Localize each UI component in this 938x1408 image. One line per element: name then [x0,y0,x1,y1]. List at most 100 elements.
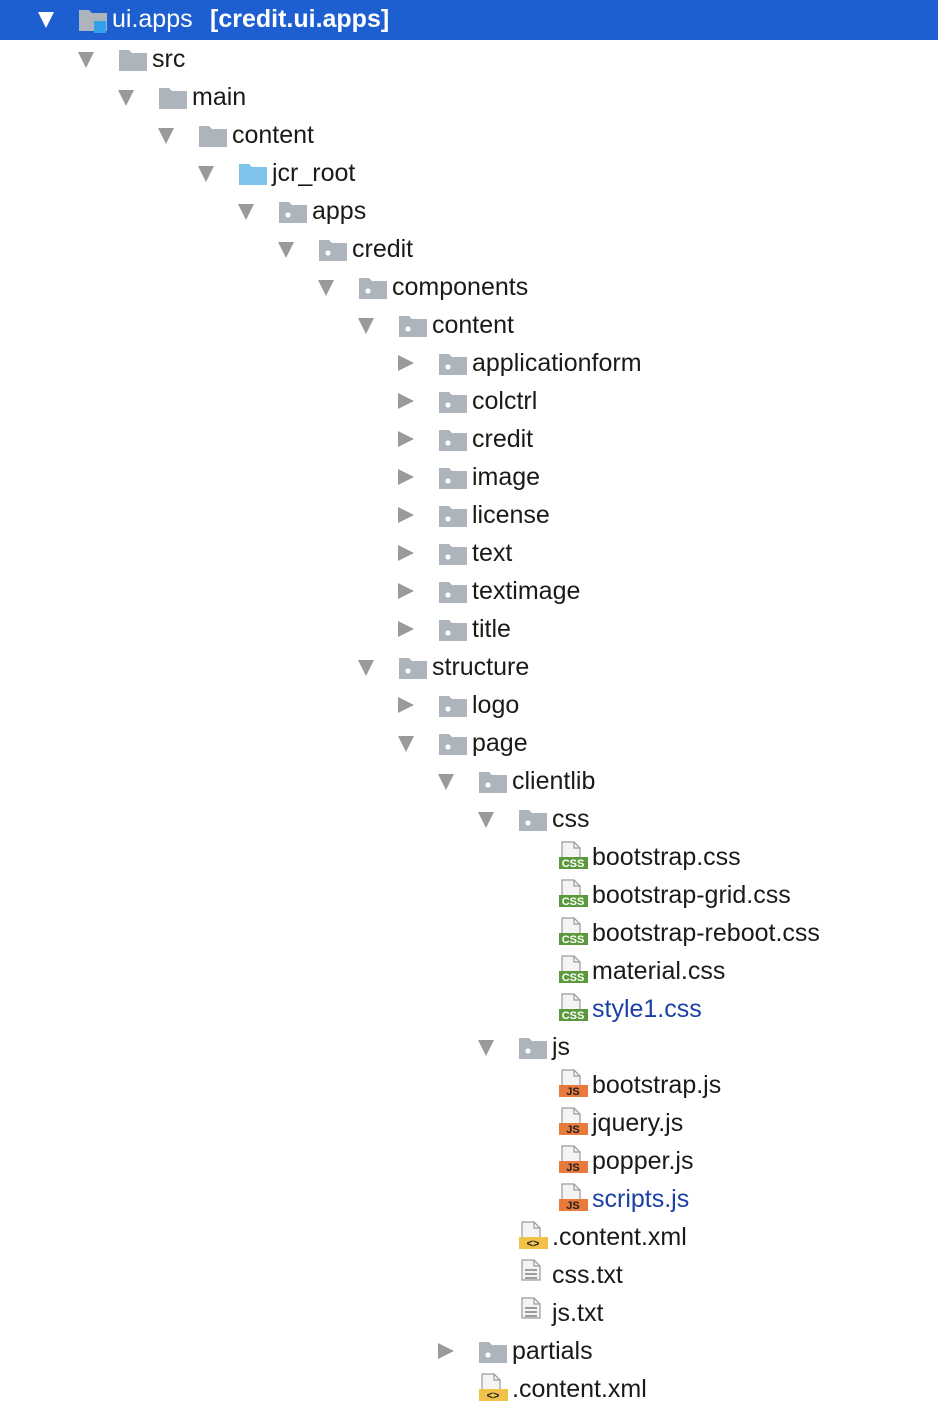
folder-icon [118,47,148,73]
tree-node[interactable]: css.txt [0,1256,938,1294]
folder-icon [158,85,188,111]
tree-node[interactable]: css [0,800,938,838]
package-folder-icon [398,655,428,681]
tree-node-label: applicationform [472,349,642,377]
tree-node[interactable]: js [0,1028,938,1066]
css-file-icon: CSS [558,993,588,1022]
expand-arrow-icon[interactable] [238,204,254,220]
tree-node-label: css.txt [552,1261,623,1289]
tree-node[interactable]: <>.content.xml [0,1370,938,1408]
expand-arrow-icon[interactable] [38,12,54,28]
tree-node-label: style1.css [592,995,702,1023]
xml-file-icon: <> [518,1221,548,1250]
tree-node[interactable]: clientlib [0,762,938,800]
tree-node-label: bootstrap.css [592,843,741,871]
tree-node-label: title [472,615,511,643]
expand-arrow-icon[interactable] [78,52,94,68]
expand-arrow-icon[interactable] [318,280,334,296]
collapse-arrow-icon[interactable] [438,1343,454,1359]
tree-node[interactable]: text [0,534,938,572]
tree-node-root[interactable]: ui.apps[credit.ui.apps] [0,0,938,40]
tree-node[interactable]: image [0,458,938,496]
expand-arrow-icon[interactable] [478,1040,494,1056]
collapse-arrow-icon[interactable] [398,507,414,523]
package-folder-icon [438,617,468,643]
tree-node[interactable]: jcr_root [0,154,938,192]
tree-node[interactable]: applicationform [0,344,938,382]
collapse-arrow-icon[interactable] [398,697,414,713]
expand-arrow-icon[interactable] [358,660,374,676]
collapse-arrow-icon[interactable] [398,469,414,485]
collapse-arrow-icon[interactable] [398,431,414,447]
package-folder-icon [438,731,468,757]
package-folder-icon [438,541,468,567]
tree-node[interactable]: JS popper.js [0,1142,938,1180]
expand-arrow-icon[interactable] [198,166,214,182]
package-folder-icon [318,237,348,263]
tree-node[interactable]: CSS style1.css [0,990,938,1028]
tree-node-label: main [192,83,247,111]
xml-file-icon: <> [478,1373,508,1402]
collapse-arrow-icon[interactable] [398,621,414,637]
tree-node[interactable]: main [0,78,938,116]
svg-text:JS: JS [566,1162,579,1173]
tree-node[interactable]: textimage [0,572,938,610]
tree-node-label: clientlib [512,767,596,795]
expand-arrow-icon[interactable] [398,736,414,752]
collapse-arrow-icon[interactable] [398,545,414,561]
tree-node-label: bootstrap-reboot.css [592,919,820,947]
tree-node[interactable]: colctrl [0,382,938,420]
collapse-arrow-icon[interactable] [398,583,414,599]
svg-text:JS: JS [566,1200,579,1211]
tree-node[interactable]: <>.content.xml [0,1218,938,1256]
text-file-icon [518,1259,548,1285]
expand-arrow-icon[interactable] [158,128,174,144]
tree-node[interactable]: content [0,306,938,344]
package-folder-icon [518,807,548,833]
tree-node[interactable]: src [0,40,938,78]
tree-node-label: textimage [472,577,581,605]
tree-node[interactable]: partials [0,1332,938,1370]
expand-arrow-icon[interactable] [478,812,494,828]
css-file-icon: CSS [558,917,588,946]
tree-node-label: popper.js [592,1147,694,1175]
tree-node[interactable]: js.txt [0,1294,938,1332]
js-file-icon: JS [558,1069,588,1098]
tree-node[interactable]: page [0,724,938,762]
tree-node-label: logo [472,691,520,719]
tree-node-label: text [472,539,513,567]
tree-node-label: jcr_root [272,159,356,187]
module-name-label: [credit.ui.apps] [210,5,390,33]
css-file-icon: CSS [558,841,588,870]
tree-node[interactable]: apps [0,192,938,230]
tree-node-label: js [552,1033,571,1061]
collapse-arrow-icon[interactable] [398,355,414,371]
expand-arrow-icon[interactable] [438,774,454,790]
tree-node[interactable]: structure [0,648,938,686]
tree-node[interactable]: title [0,610,938,648]
collapse-arrow-icon[interactable] [398,393,414,409]
tree-node[interactable]: components [0,268,938,306]
tree-node[interactable]: license [0,496,938,534]
expand-arrow-icon[interactable] [118,90,134,106]
tree-node-label: page [472,729,528,757]
tree-node[interactable]: credit [0,420,938,458]
svg-text:CSS: CSS [562,1010,585,1021]
expand-arrow-icon[interactable] [278,242,294,258]
tree-node[interactable]: credit [0,230,938,268]
css-file-icon: CSS [558,955,588,984]
tree-node[interactable]: logo [0,686,938,724]
tree-node[interactable]: content [0,116,938,154]
expand-arrow-icon[interactable] [358,318,374,334]
svg-text:JS: JS [566,1124,579,1135]
tree-node-label: bootstrap-grid.css [592,881,791,909]
svg-text:CSS: CSS [562,972,585,983]
tree-node-label: .content.xml [512,1375,647,1403]
